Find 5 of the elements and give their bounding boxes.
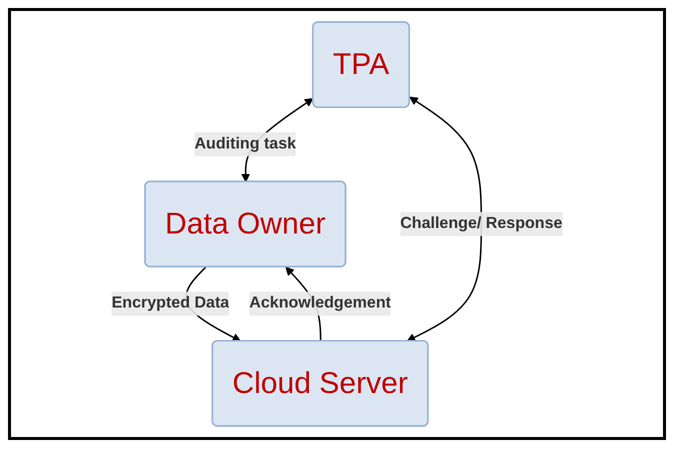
- edge-label: Auditing task: [194, 135, 296, 152]
- arrow: [406, 96, 482, 342]
- edge-label: Challenge/ Response: [400, 214, 562, 232]
- edge-label: Acknowledgement: [249, 294, 391, 312]
- edge-label: Encrypted Data: [112, 294, 230, 312]
